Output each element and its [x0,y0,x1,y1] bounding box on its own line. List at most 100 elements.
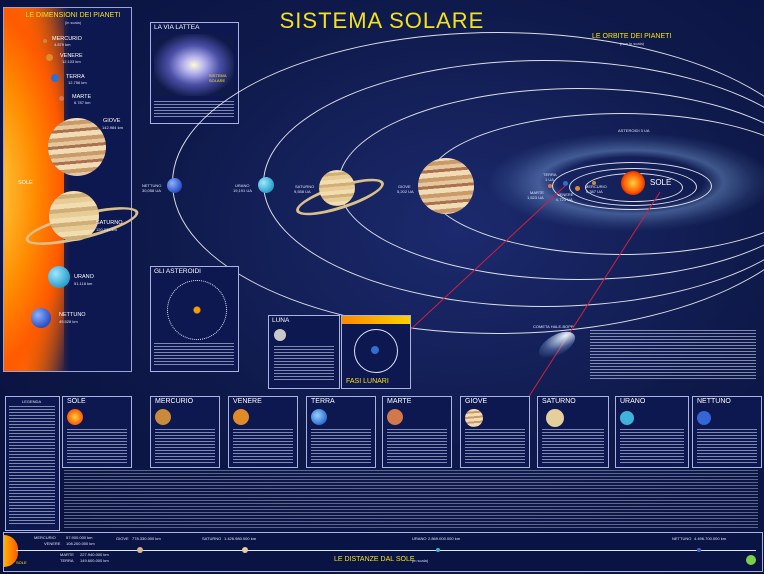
orbit-sun-label: SOLE [650,178,672,187]
dist-urano-value: 2.869.000.000 km [428,536,461,541]
solar-system-marker-label: SISTEMA SOLARE [209,73,227,83]
orbit-ua-saturno: 9,558 UA [294,189,311,194]
phases-sun-strip [342,316,410,324]
dist-nettuno: NETTUNO [672,536,692,541]
card-jupiter-icon [465,409,483,427]
dist-jupiter-icon [137,547,143,553]
orbit-ua-nettuno: 30,058 UA [142,188,161,193]
dist-terra: TERRA [60,558,74,563]
sizes-panel-subtitle: (in scala) [64,20,82,25]
asteroids-box: GLI ASTEROIDI [150,266,239,372]
orbit-label-giove: GIOVE [398,184,411,189]
asteroids-text [154,343,234,367]
distances-subtitle: (in scala) [412,558,429,563]
card-mercury-icon [155,409,171,425]
planet-sizes-panel: LE DIMENSIONI DEI PIANETI (in scala) SOL… [3,7,142,372]
phases-title: FASI LUNARI [346,378,389,385]
orbit-earth-icon [563,181,568,186]
milky-way-title: LA VIA LATTEA [154,24,200,31]
card-earth-icon [311,409,327,425]
sun-label: SOLE [18,180,33,186]
dist-neptune-icon [697,548,701,552]
venus-icon [46,54,53,61]
legend-entries [9,406,55,524]
distances-sun-icon [4,535,18,567]
size-label-venere: VENERE [60,53,83,59]
mercury-icon [43,39,47,43]
neptune-icon [31,308,51,328]
orbit-ua-venere: 0,723 UA [556,197,573,202]
card-nettuno: NETTUNO [692,396,762,468]
card-text-urano [620,429,684,463]
card-title-marte: MARTE [387,398,412,405]
card-title-mercurio: MERCURIO [155,398,194,405]
size-value-urano: 51.118 km [74,281,93,286]
orbit-label-terra: TERRA [543,172,557,177]
description-text [590,330,756,380]
phases-earth-icon [371,346,379,354]
card-text-mercurio [155,429,215,463]
card-text-nettuno [697,429,757,463]
orbit-neptune-icon [167,178,182,193]
card-text-sole [67,429,127,463]
size-value-terra: 12.756 km [68,80,87,85]
card-venus-icon [233,409,249,425]
orbit-ua-marte: 1,523 UA [527,195,544,200]
moon-box: LUNA [268,315,340,389]
orbit-label-marte: MARTE [530,190,544,195]
uranus-icon [48,266,70,288]
jupiter-icon [48,118,106,176]
size-label-urano: URANO [74,274,94,280]
saturn-icon [49,191,99,241]
size-label-mercurio: MERCURIO [52,36,82,42]
dist-giove: GIOVE [116,536,129,541]
distances-sun-label: SOLE [16,560,27,565]
earth-icon [51,74,59,82]
card-text-venere [233,429,293,463]
card-neptune-icon [697,411,711,425]
dist-saturn-icon [242,547,248,553]
orbit-ua-urano: 19,191 UA [233,188,252,193]
size-label-saturno: SATURNO [96,220,123,226]
card-title-giove: GIOVE [465,398,488,405]
card-venere: VENERE [228,396,298,468]
sun-connector [527,191,661,399]
card-urano: URANO [615,396,689,468]
orbit-saturn-icon [319,170,355,206]
size-value-marte: 6.787 km [74,100,91,105]
orbit-jupiter-icon [418,158,474,214]
card-uranus-icon [620,411,634,425]
dist-uranus-icon [436,548,440,552]
legend-box: LEGENDA [5,396,60,531]
card-mars-icon [387,409,403,425]
card-text-terra [311,429,371,463]
moon-icon [274,329,286,341]
orbit-mars-icon [548,184,552,188]
dist-giove-value: 778.330.000 km [132,536,161,541]
size-label-terra: TERRA [66,74,85,80]
size-value-saturno: 120.536 km [96,227,117,232]
orbit-sun-icon [621,171,645,195]
orbits-subtitle: (non in scala) [620,41,645,46]
card-text-giove [465,429,525,463]
moon-phases-box: FASI LUNARI [341,315,411,389]
card-title-venere: VENERE [233,398,262,405]
asteroids-title: GLI ASTEROIDI [154,268,201,275]
card-title-urano: URANO [620,398,646,405]
phases-orbit [354,329,398,373]
card-text-saturno [542,429,604,463]
card-sole: SOLE [62,396,132,468]
card-saturn-icon [546,409,564,427]
poster-title: SISTEMA SOLARE [279,8,485,33]
comet-label: COMETA HALE-BOPP [533,324,574,329]
size-label-marte: MARTE [72,94,92,100]
dist-venere-value: 108.200.000 km [66,541,95,546]
orbit-marte [552,162,712,210]
orbit-uranus-icon [258,177,274,193]
logo-icon [746,555,756,565]
distance-axis [16,550,756,551]
card-marte: MARTE [382,396,452,468]
asteroid-diagram [167,280,227,340]
card-giove: GIOVE [460,396,530,468]
orbit-label-saturno: SATURNO [295,184,315,189]
